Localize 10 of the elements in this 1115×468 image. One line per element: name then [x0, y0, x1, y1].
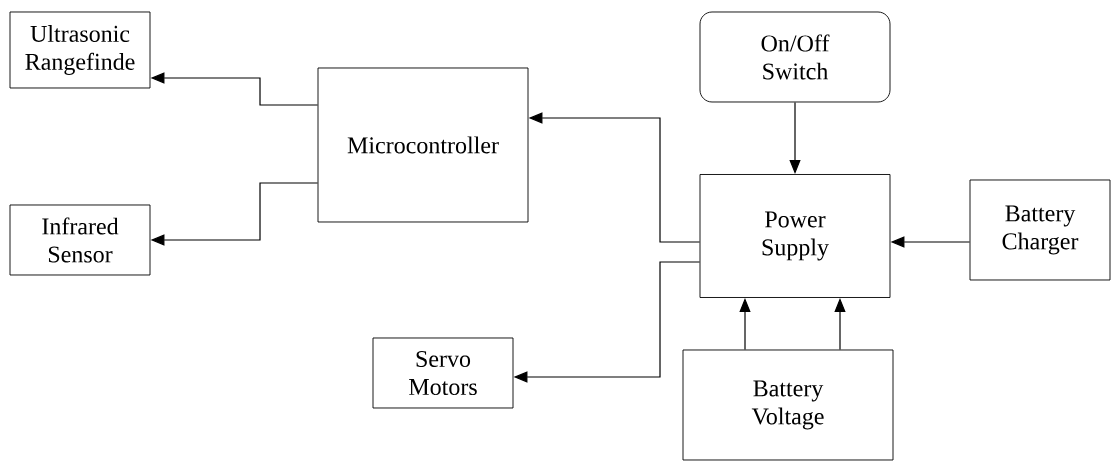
- arrow: [739, 298, 751, 351]
- block-box: Infrared Sensor: [9, 204, 151, 276]
- block-box: Ultrasonic Rangefinde: [9, 11, 151, 89]
- block-box: Power Supply: [699, 174, 891, 298]
- rounded-box: On/Off Switch: [699, 11, 891, 103]
- block-box: Microcontroller: [317, 67, 529, 223]
- block-box: Battery Voltage: [682, 349, 894, 461]
- block-box: Servo Motors: [372, 337, 514, 409]
- block-box: Battery Charger: [969, 179, 1111, 281]
- arrow: [834, 298, 846, 351]
